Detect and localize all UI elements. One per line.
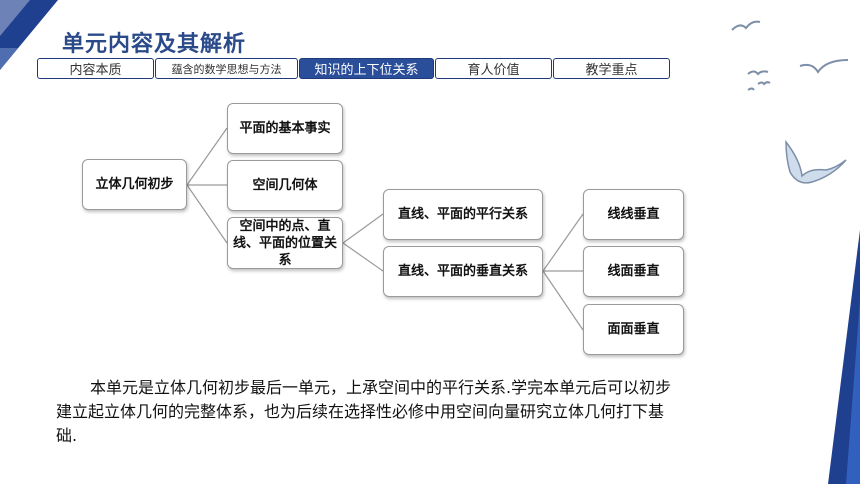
node-plane-plane-perpendicular: 面面垂直	[583, 304, 684, 355]
tab-knowledge-relations[interactable]: 知识的上下位关系	[299, 58, 434, 79]
node-line-line-perpendicular: 线线垂直	[583, 189, 684, 240]
node-line-plane-perpendicular: 线面垂直	[583, 246, 684, 297]
description-paragraph: 本单元是立体几何初步最后一单元，上承空间中的平行关系.学完本单元后可以初步建立起…	[56, 378, 672, 445]
corner-triangle-light	[0, 0, 30, 36]
tab-content-essence[interactable]: 内容本质	[37, 58, 154, 79]
corner-triangle-dark	[0, 0, 58, 70]
node-plane-basic-facts: 平面的基本事实	[227, 103, 343, 154]
corner-stripe-light	[846, 300, 860, 484]
tab-math-thinking[interactable]: 蕴含的数学思想与方法	[155, 58, 298, 79]
node-parallel-relations: 直线、平面的平行关系	[383, 189, 543, 240]
diagram-connectors	[186, 127, 584, 331]
seagull-icon	[731, 20, 849, 91]
node-root: 立体几何初步	[82, 159, 187, 210]
node-perpendicular-relations: 直线、平面的垂直关系	[383, 246, 543, 297]
tab-teaching-focus[interactable]: 教学重点	[553, 58, 670, 79]
node-positional-relations: 空间中的点、直线、平面的位置关系	[227, 217, 343, 269]
seagull-icon	[785, 139, 847, 184]
tab-educational-value[interactable]: 育人价值	[435, 58, 552, 79]
node-spatial-solids: 空间几何体	[227, 160, 343, 211]
page-title: 单元内容及其解析	[62, 32, 247, 57]
